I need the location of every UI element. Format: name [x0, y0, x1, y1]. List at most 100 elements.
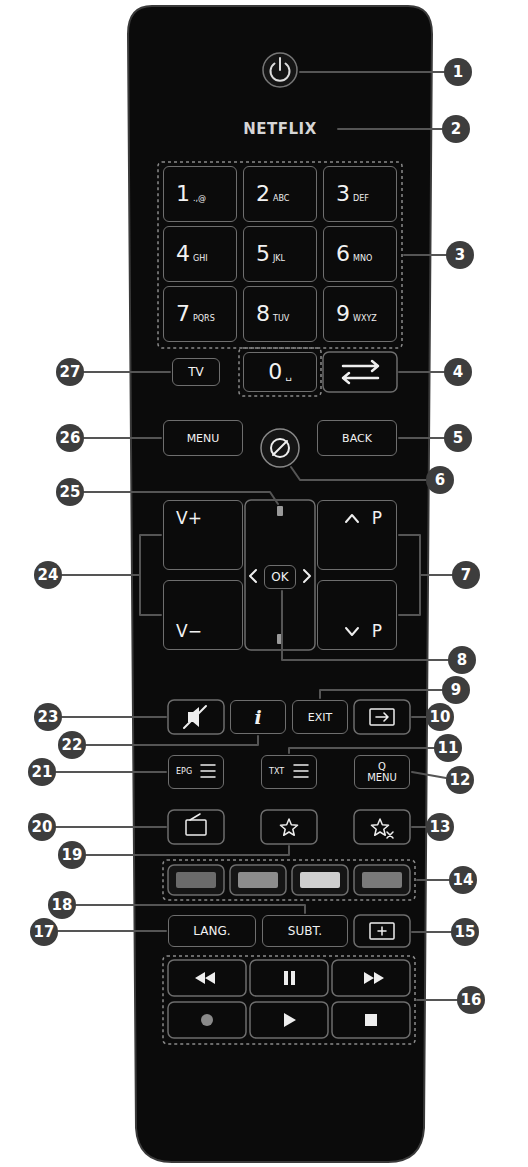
- radio-tv-button: [168, 810, 224, 844]
- callout-number: 6: [426, 466, 454, 494]
- round-button-icon: [273, 441, 287, 455]
- pause-icon: [284, 971, 288, 985]
- favourite-button: [261, 810, 317, 844]
- colour-button: [168, 865, 224, 895]
- remote-body: [128, 6, 432, 1162]
- button-subtext: .,@: [193, 195, 206, 203]
- button-text: TV: [188, 366, 204, 378]
- button-text: 4: [176, 243, 190, 265]
- callout-number: 14: [449, 866, 477, 894]
- tv-button: TV: [172, 358, 220, 386]
- number-key: 8TUV: [243, 286, 317, 342]
- callout-number: 5: [444, 424, 472, 452]
- leader-line: [404, 254, 446, 256]
- callout-number: 20: [28, 813, 56, 841]
- button-subtext: ABC: [273, 195, 289, 203]
- button-label: 0␣: [268, 361, 291, 383]
- media-button: [250, 960, 328, 996]
- callout-number: 13: [426, 813, 454, 841]
- menu-button: MENU: [163, 420, 243, 456]
- button-text: P: [372, 623, 382, 640]
- zoom-icon: [378, 927, 386, 935]
- callout-number: 17: [30, 918, 58, 946]
- callout-number: 23: [34, 703, 62, 731]
- button-label: 9WXYZ: [336, 303, 377, 325]
- bracket: [399, 535, 420, 615]
- button-text: SUBT.: [288, 925, 322, 937]
- number-key: 7PQRS: [163, 286, 237, 342]
- button-label: 7PQRS: [176, 303, 215, 325]
- button-label: QMENU: [367, 762, 397, 783]
- callout-number: 16: [457, 986, 485, 1014]
- power-button: [263, 53, 297, 87]
- button-text: EPG: [176, 768, 192, 776]
- language-button: LANG.: [168, 915, 256, 947]
- button-subtext: DEF: [353, 195, 369, 203]
- rewind-icon: [195, 972, 215, 984]
- record-icon: [201, 1014, 213, 1026]
- up-key: [277, 506, 283, 516]
- keypad-bracket: [239, 348, 321, 396]
- colour-button: [230, 865, 286, 895]
- button-text: 1: [176, 183, 190, 205]
- callout-number: 4: [444, 358, 472, 386]
- colour-button: [292, 865, 348, 895]
- button-text: V−: [176, 623, 202, 640]
- button-text: i: [254, 708, 261, 727]
- number-key: 9WXYZ: [323, 286, 397, 342]
- button-label: 5JKL: [256, 243, 285, 265]
- callout-number: 18: [48, 891, 76, 919]
- mute-icon: [188, 707, 199, 727]
- media-button: [250, 1002, 328, 1038]
- callout-number: 25: [56, 478, 84, 506]
- button-text: NETFLIX: [243, 122, 316, 137]
- button-label: 2ABC: [256, 183, 289, 205]
- callout-number: 12: [446, 766, 474, 794]
- button-label: P: [372, 623, 382, 640]
- leader-line: [412, 716, 426, 718]
- leader-line: [420, 574, 452, 576]
- list-icon: [294, 765, 308, 777]
- leader-line: [417, 879, 449, 881]
- cross-icon: [387, 832, 393, 838]
- callout-number: 3: [446, 241, 474, 269]
- leader-line: [56, 771, 166, 773]
- forward-icon: [364, 972, 384, 984]
- leader-line: [412, 826, 426, 828]
- button-subtext: PQRS: [193, 315, 215, 323]
- callout-number: 2: [442, 115, 470, 143]
- button-text: 5: [256, 243, 270, 265]
- zoom-icon: [370, 923, 394, 939]
- button-text: EXIT: [308, 712, 332, 723]
- button-label: OK: [271, 571, 288, 583]
- quick-menu-button: QMENU: [354, 755, 410, 789]
- favourite-edit-button: [354, 810, 410, 844]
- button-text: V+: [176, 510, 202, 527]
- power-icon: [279, 58, 281, 70]
- right-key: [304, 570, 310, 582]
- colour-swatch: [300, 872, 340, 888]
- colour-swatch: [176, 872, 216, 888]
- stop-icon: [365, 1014, 377, 1026]
- programme-key: P: [317, 500, 397, 570]
- button-label: P: [372, 510, 382, 527]
- number-key: 3DEF: [323, 166, 397, 222]
- button-text: 3: [336, 183, 350, 205]
- button-text: BACK: [342, 433, 372, 444]
- radio-tv-icon: [186, 820, 206, 835]
- keypad-bracket: [158, 162, 402, 348]
- button-text: 6: [336, 243, 350, 265]
- pause-icon: [291, 971, 295, 985]
- callout-number: 26: [56, 424, 84, 452]
- number-key: 5JKL: [243, 226, 317, 282]
- colour-button: [354, 865, 410, 895]
- button-text: 2: [256, 183, 270, 205]
- button-label: MENU: [187, 433, 220, 444]
- media-button: [332, 960, 410, 996]
- colour-bracket: [163, 860, 415, 900]
- button-text: 0: [268, 361, 282, 383]
- button-label: 3DEF: [336, 183, 369, 205]
- leader-line: [58, 930, 166, 932]
- chevron-down: [346, 628, 358, 635]
- media-bracket: [163, 956, 415, 1044]
